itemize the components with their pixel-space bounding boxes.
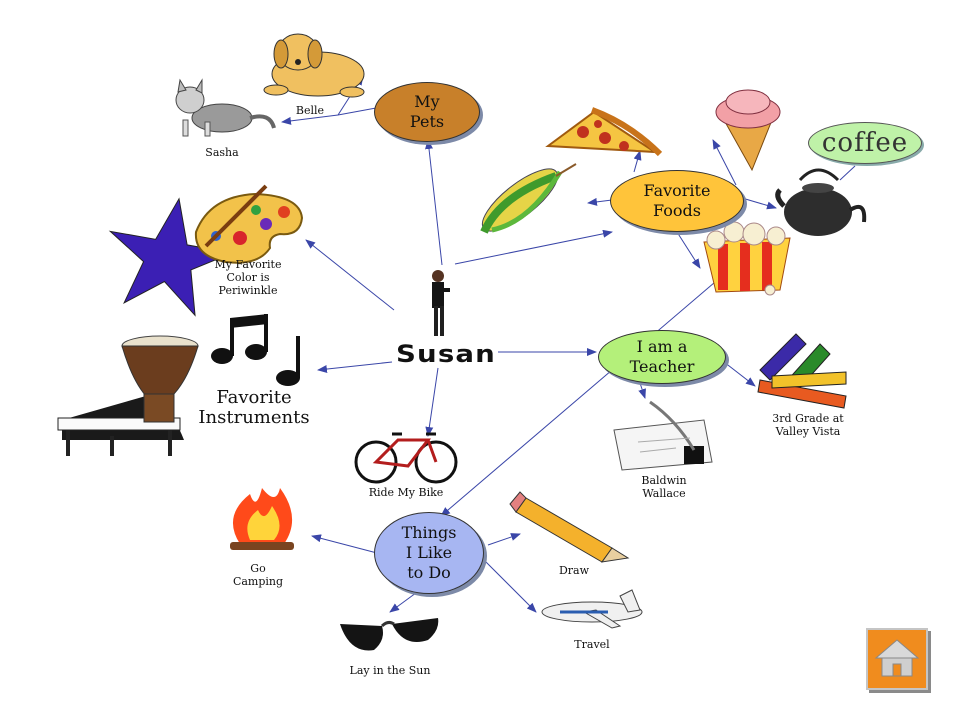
- node-my-pets: My Pets: [374, 82, 480, 142]
- crayons-icon: [757, 333, 847, 409]
- music-notes-icon: [211, 314, 300, 386]
- ice-cream-icon: [715, 89, 781, 172]
- home-icon: [874, 639, 920, 677]
- node-i-am-a-teacher-label: I am a Teacher: [629, 337, 695, 376]
- palette-icon: [194, 184, 304, 264]
- woman-icon: [432, 270, 450, 336]
- label-3rd-grade: 3rd Grade at Valley Vista: [772, 412, 844, 438]
- arrow-to-popcorn: [676, 231, 701, 269]
- campfire-icon: [230, 488, 294, 550]
- arrow-to-pets: [425, 139, 443, 266]
- label-go-camping: Go Camping: [232, 562, 284, 588]
- label-sasha: Sasha: [205, 146, 239, 159]
- node-i-am-a-teacher: I am a Teacher: [598, 330, 726, 384]
- dog-icon: [263, 33, 365, 98]
- arrow-to-foods: [454, 229, 613, 265]
- arrow-to-things: [440, 264, 736, 517]
- label-draw: Draw: [558, 564, 590, 577]
- arrow-to-teapot: [741, 197, 777, 210]
- arrow-to-corn: [587, 197, 613, 206]
- drum-icon: [121, 335, 199, 423]
- airplane-icon: [541, 589, 643, 629]
- arrow-to-baldwin: [638, 382, 646, 399]
- popcorn-icon: [703, 221, 791, 296]
- node-favorite-foods-label: Favorite Foods: [643, 181, 711, 220]
- corn-icon: [480, 163, 577, 234]
- home-button[interactable]: [866, 628, 928, 690]
- arrow-to-pencil: [487, 533, 521, 546]
- arrow-to-crayons: [723, 361, 756, 387]
- arrow-to-cat: [281, 114, 339, 125]
- bicycle-icon: [354, 432, 458, 484]
- label-lay-in-the-sun: Lay in the Sun: [349, 664, 431, 677]
- scroll-quill-icon: [613, 400, 713, 471]
- arrow-to-palette: [305, 239, 395, 311]
- arrow-to-sunglasses: [389, 589, 421, 613]
- label-favorite-instruments: Favorite Instruments: [198, 387, 310, 428]
- node-my-pets-label: My Pets: [409, 92, 445, 131]
- label-ride-my-bike: Ride My Bike: [368, 486, 444, 499]
- center-name: Susan: [396, 340, 496, 368]
- arrow-to-instruments: [317, 361, 393, 374]
- coffee-label: coffee: [821, 128, 909, 158]
- label-travel: Travel: [574, 638, 610, 651]
- arrow-to-airplane: [483, 559, 537, 613]
- arrow-pets-to-belle: [337, 107, 377, 116]
- pizza-icon: [545, 107, 663, 157]
- arrow-to-camping: [311, 534, 378, 554]
- node-things-i-like-label: Things I Like to Do: [401, 523, 457, 582]
- node-things-i-like: Things I Like to Do: [374, 512, 484, 594]
- teapot-icon: [775, 168, 867, 236]
- arrow-to-pizza: [633, 150, 642, 173]
- label-favorite-color: My Favorite Color is Periwinkle: [214, 258, 282, 297]
- coffee-bubble: coffee: [808, 122, 922, 164]
- arrow-to-ice-cream: [712, 139, 737, 186]
- coffee-pointer: [839, 165, 856, 181]
- label-baldwin-wallace: Baldwin Wallace: [641, 474, 687, 500]
- label-belle: Belle: [295, 104, 325, 117]
- pencil-icon: [509, 491, 630, 563]
- arrow-to-bike: [425, 367, 439, 437]
- sunglasses-icon: [340, 618, 439, 651]
- connector-arrows: [281, 75, 856, 613]
- cat-icon: [175, 78, 276, 137]
- node-favorite-foods: Favorite Foods: [610, 170, 744, 232]
